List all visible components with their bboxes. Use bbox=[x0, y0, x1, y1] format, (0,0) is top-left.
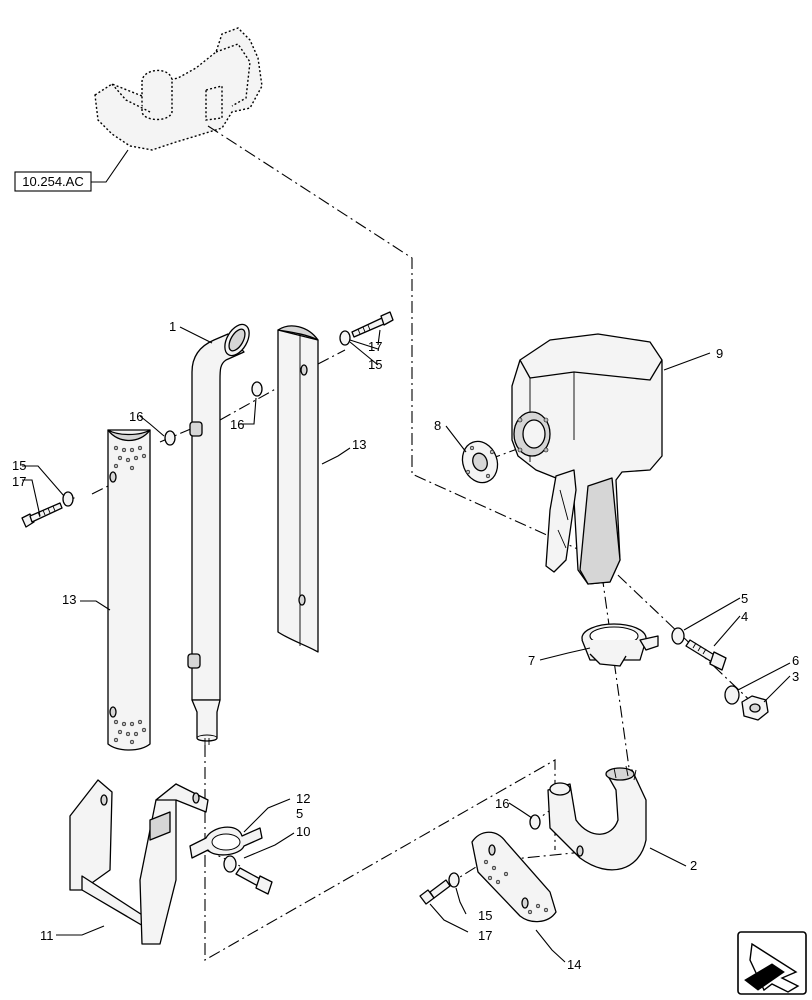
callout-9: 9 bbox=[716, 346, 723, 361]
bolt-17-left bbox=[21, 502, 63, 528]
exhaust-manifold bbox=[94, 27, 263, 151]
washer-5-right bbox=[671, 627, 685, 645]
callout-8: 8 bbox=[434, 418, 441, 433]
spacer-16-left bbox=[164, 430, 176, 446]
perforation-holes-top bbox=[113, 445, 147, 471]
nut-3 bbox=[741, 695, 769, 721]
callout-16-lower: 16 bbox=[495, 796, 509, 811]
perforation-holes-bottom bbox=[113, 719, 147, 745]
reference-label: 10.254.AC bbox=[22, 174, 83, 189]
callout-1: 1 bbox=[169, 319, 176, 334]
callout-5-lower: 5 bbox=[296, 806, 303, 821]
muffler bbox=[511, 333, 663, 585]
clamp bbox=[581, 623, 659, 667]
heat-shield-left bbox=[107, 429, 151, 751]
callout-14: 14 bbox=[567, 957, 581, 972]
gasket bbox=[461, 440, 499, 484]
callout-12: 12 bbox=[296, 791, 310, 806]
callout-16-center: 16 bbox=[230, 417, 244, 432]
callout-3: 3 bbox=[792, 669, 799, 684]
callout-13-left: 13 bbox=[62, 592, 76, 607]
callout-7: 7 bbox=[528, 653, 535, 668]
exhaust-pipe bbox=[187, 323, 250, 745]
bolt-17-top bbox=[351, 311, 394, 338]
bolt-10 bbox=[235, 867, 273, 895]
washer-15-lower bbox=[448, 872, 460, 888]
callout-17-left: 17 bbox=[12, 474, 26, 489]
callout-17-lower: 17 bbox=[478, 928, 492, 943]
bolt-4 bbox=[685, 639, 727, 671]
back-arrow-icon[interactable] bbox=[737, 931, 807, 995]
washer-6 bbox=[724, 685, 740, 705]
bolt-17-lower bbox=[419, 879, 451, 905]
callout-4: 4 bbox=[741, 609, 748, 624]
callout-11: 11 bbox=[40, 928, 54, 943]
washer-15-left bbox=[62, 491, 74, 507]
spacer-16-center bbox=[251, 381, 263, 397]
callout-17-top: 17 bbox=[368, 339, 382, 354]
callout-15-lower: 15 bbox=[478, 908, 492, 923]
reference-box[interactable]: 10.254.AC bbox=[14, 149, 129, 192]
mounting-bracket bbox=[69, 779, 209, 945]
callout-5-right: 5 bbox=[741, 591, 748, 606]
washer-15-top bbox=[339, 330, 351, 346]
callout-15-left: 15 bbox=[12, 458, 26, 473]
washer-5-lower bbox=[223, 855, 237, 873]
heat-shield-right bbox=[277, 325, 319, 653]
spacer-16-lower bbox=[529, 814, 541, 830]
heat-shield-lower bbox=[471, 831, 557, 923]
strap-clamp bbox=[189, 826, 263, 859]
callout-13-right: 13 bbox=[352, 437, 366, 452]
callout-16-left: 16 bbox=[129, 409, 143, 424]
callout-numbers: 1 2 3 4 5 5 6 7 8 9 10 11 12 13 13 14 15… bbox=[12, 319, 799, 972]
callout-6: 6 bbox=[792, 653, 799, 668]
callout-10: 10 bbox=[296, 824, 310, 839]
callout-15-top: 15 bbox=[368, 357, 382, 372]
leader-lines bbox=[22, 326, 791, 963]
callout-2: 2 bbox=[690, 858, 697, 873]
elbow-pipe bbox=[547, 765, 647, 871]
